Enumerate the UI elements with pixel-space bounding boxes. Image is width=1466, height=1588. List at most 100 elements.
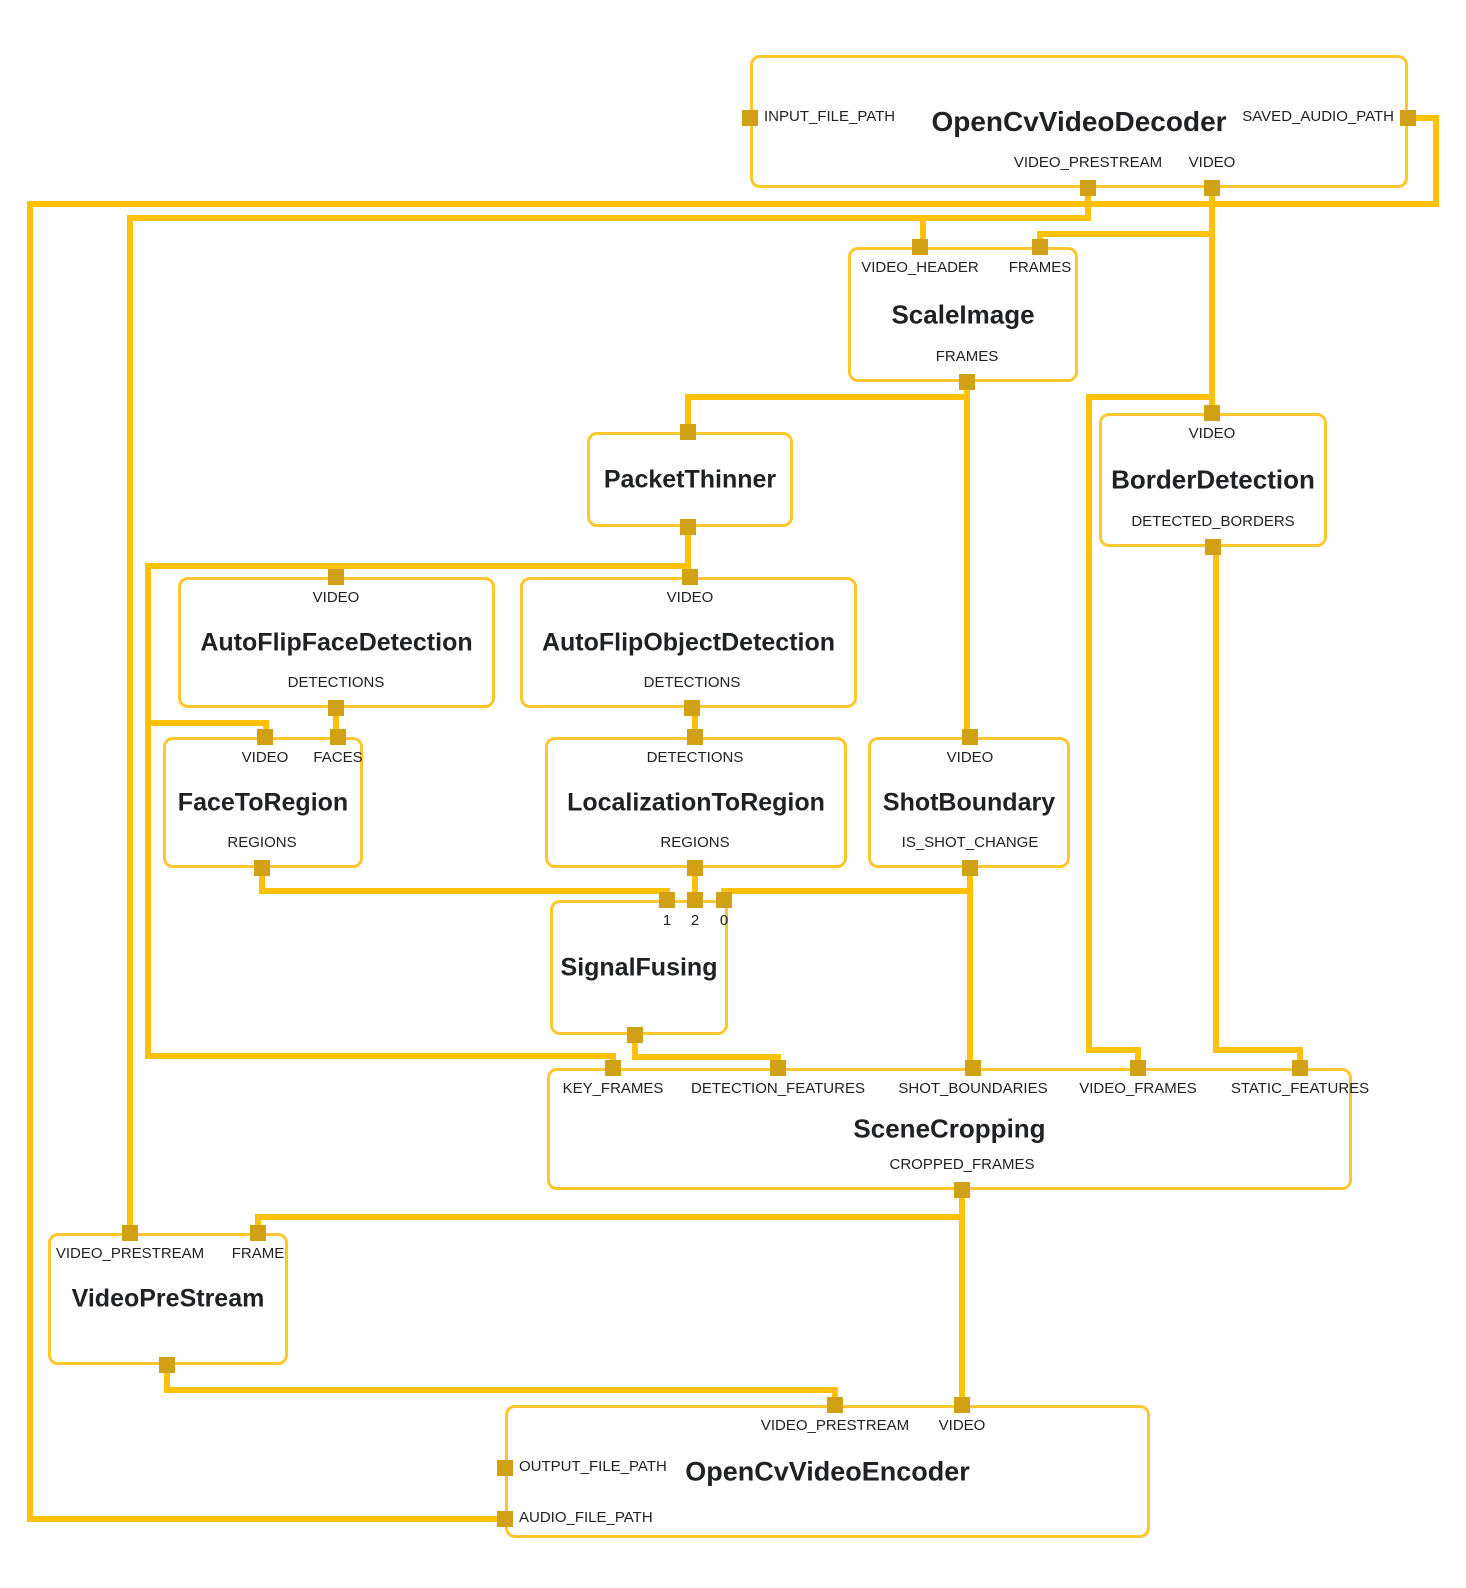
node-scene-cropping[interactable]: SceneCropping — [547, 1068, 1352, 1190]
edge-sampled-frames-segment — [145, 720, 269, 726]
node-opencv-video-decoder-title: OpenCvVideoDecoder — [931, 105, 1227, 137]
port-face-to-region-in-video — [257, 729, 273, 745]
port-packet-thinner-in-port — [680, 424, 696, 440]
port-autoflip-object-detection-out-detections — [684, 700, 700, 716]
edge-face-regions-segment — [259, 888, 670, 894]
node-signal-fusing[interactable]: SignalFusing — [550, 900, 728, 1035]
edge-video-prestream-header-segment — [920, 215, 926, 250]
port-scene-cropping-static-features-label: STATIC_FEATURES — [1230, 1080, 1370, 1097]
node-autoflip-object-detection[interactable]: AutoFlipObjectDetection — [520, 577, 857, 708]
port-scene-cropping-shot-boundaries-label: SHOT_BOUNDARIES — [898, 1080, 1048, 1097]
node-shot-boundary-title: ShotBoundary — [882, 788, 1056, 816]
edge-sampled-frames-segment — [685, 524, 691, 580]
port-scale-image-in-frames — [1032, 239, 1048, 255]
port-scale-image-frames-label: FRAMES — [1008, 259, 1072, 276]
edge-cropped-frames-segment — [255, 1214, 965, 1220]
port-shot-boundary-in-video — [962, 729, 978, 745]
port-localization-to-region-out-regions — [687, 860, 703, 876]
port-opencv-video-decoder-side-saved-audio-path — [1400, 110, 1416, 126]
node-signal-fusing-title: SignalFusing — [560, 953, 718, 981]
port-localization-to-region-regions-label: REGIONS — [660, 834, 730, 851]
edge-saved-audio-path-segment — [27, 201, 1439, 207]
node-localization-to-region[interactable]: LocalizationToRegion — [545, 737, 847, 868]
port-signal-fusing-in-1 — [659, 892, 675, 908]
edge-video-raw-segment — [1086, 394, 1215, 400]
port-scene-cropping-in-static-features — [1292, 1060, 1308, 1076]
port-scene-cropping-detection-features-label: DETECTION_FEATURES — [691, 1080, 865, 1097]
port-autoflip-face-detection-out-detections — [328, 700, 344, 716]
port-shot-boundary-out-is-shot-change — [962, 860, 978, 876]
node-localization-to-region-title: LocalizationToRegion — [567, 788, 825, 816]
port-scene-cropping-key-frames-label: KEY_FRAMES — [562, 1080, 664, 1097]
node-opencv-video-decoder[interactable]: OpenCvVideoDecoder — [750, 55, 1408, 188]
port-video-pre-stream-frame-label: FRAME — [231, 1245, 285, 1262]
port-opencv-video-encoder-video-prestream-label: VIDEO_PRESTREAM — [760, 1417, 910, 1434]
port-opencv-video-decoder-video-prestream-label: VIDEO_PRESTREAM — [1013, 154, 1163, 171]
port-signal-fusing-in-0 — [716, 892, 732, 908]
edge-shot-change-segment — [967, 865, 973, 1071]
port-opencv-video-encoder-output-file-path-label: OUTPUT_FILE_PATH — [519, 1458, 667, 1475]
node-autoflip-object-detection-title: AutoFlipObjectDetection — [541, 628, 836, 656]
edge-video-prestream-header-segment — [127, 215, 133, 1236]
edge-face-regions-segment — [259, 865, 265, 894]
edge-video-header-scaled-segment — [164, 1387, 838, 1393]
node-autoflip-face-detection-title: AutoFlipFaceDetection — [200, 628, 473, 656]
port-opencv-video-decoder-out-video — [1204, 180, 1220, 196]
port-scale-image-video-header-label: VIDEO_HEADER — [861, 259, 979, 276]
port-opencv-video-encoder-side-output-file-path — [497, 1460, 513, 1476]
node-border-detection-title: BorderDetection — [1111, 464, 1315, 495]
node-border-detection[interactable]: BorderDetection — [1099, 413, 1327, 547]
edge-saved-audio-path-segment — [1405, 115, 1439, 121]
edge-video-header-scaled-segment — [164, 1362, 170, 1393]
edge-video-prestream-header-segment — [1085, 185, 1091, 221]
port-scale-image-frames-label: FRAMES — [935, 348, 999, 365]
node-face-to-region[interactable]: FaceToRegion — [163, 737, 363, 868]
edge-video-raw-segment — [1086, 394, 1092, 1053]
edge-sampled-frames-segment — [145, 563, 691, 569]
port-video-pre-stream-out-port — [159, 1357, 175, 1373]
edge-video-frames-segment — [685, 394, 970, 400]
edge-sampled-frames-segment — [145, 1053, 616, 1059]
port-autoflip-face-detection-video-label: VIDEO — [312, 589, 360, 606]
port-opencv-video-encoder-audio-file-path-label: AUDIO_FILE_PATH — [519, 1509, 653, 1526]
edge-face-detections-segment — [333, 705, 339, 740]
port-opencv-video-encoder-video-label: VIDEO — [938, 1417, 986, 1434]
port-shot-boundary-video-label: VIDEO — [946, 749, 994, 766]
port-scale-image-in-video-header — [912, 239, 928, 255]
edge-video-raw-segment — [1135, 1047, 1141, 1071]
port-signal-fusing-2-label: 2 — [690, 912, 700, 929]
port-autoflip-object-detection-in-video — [682, 569, 698, 585]
port-scene-cropping-out-cropped-frames — [954, 1182, 970, 1198]
edge-detected-borders-segment — [1297, 1047, 1303, 1071]
port-border-detection-out-detected-borders — [1205, 539, 1221, 555]
edge-video-raw-segment — [1086, 1047, 1141, 1053]
port-face-to-region-regions-label: REGIONS — [227, 834, 297, 851]
edge-video-raw-segment — [1037, 231, 1215, 237]
port-video-pre-stream-in-frame — [250, 1225, 266, 1241]
node-scale-image[interactable]: ScaleImage — [848, 247, 1078, 382]
node-autoflip-face-detection[interactable]: AutoFlipFaceDetection — [178, 577, 495, 708]
node-packet-thinner[interactable]: PacketThinner — [587, 432, 793, 527]
port-signal-fusing-0-label: 0 — [719, 912, 729, 929]
port-border-detection-in-video — [1204, 405, 1220, 421]
edge-sampled-frames-segment — [145, 563, 151, 1059]
node-scale-image-title: ScaleImage — [891, 299, 1035, 329]
port-scene-cropping-cropped-frames-label: CROPPED_FRAMES — [889, 1156, 1035, 1173]
port-face-to-region-faces-label: FACES — [313, 749, 363, 766]
edge-saved-audio-path-segment — [27, 1516, 508, 1522]
port-autoflip-face-detection-in-video — [328, 569, 344, 585]
node-packet-thinner-title: PacketThinner — [603, 465, 777, 493]
node-opencv-video-encoder-title: OpenCvVideoEncoder — [685, 1456, 970, 1486]
port-border-detection-detected-borders-label: DETECTED_BORDERS — [1131, 513, 1295, 530]
port-scene-cropping-in-key-frames — [605, 1060, 621, 1076]
port-opencv-video-decoder-out-video-prestream — [1080, 180, 1096, 196]
port-video-pre-stream-video-prestream-label: VIDEO_PRESTREAM — [55, 1245, 205, 1262]
node-video-pre-stream-title: VideoPreStream — [71, 1284, 265, 1313]
port-autoflip-object-detection-video-label: VIDEO — [666, 589, 714, 606]
port-opencv-video-encoder-in-video-prestream — [827, 1397, 843, 1413]
node-video-pre-stream[interactable]: VideoPreStream — [48, 1233, 288, 1365]
port-signal-fusing-in-2 — [687, 892, 703, 908]
port-opencv-video-decoder-input-file-path-label: INPUT_FILE_PATH — [764, 108, 896, 125]
port-border-detection-video-label: VIDEO — [1188, 425, 1236, 442]
